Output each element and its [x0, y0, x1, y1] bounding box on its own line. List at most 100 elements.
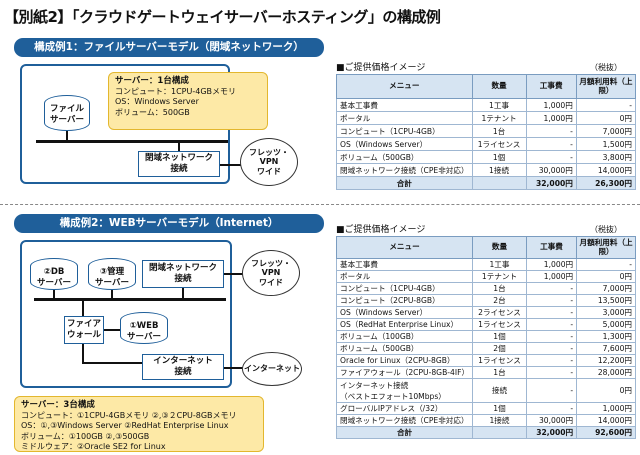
table-cell: 1,000円 — [525, 270, 578, 283]
col-monthly: 月額利用料（上限） — [576, 236, 636, 259]
connector — [53, 290, 55, 299]
table-cell: 30,000円 — [525, 163, 577, 177]
table-cell: 1個 — [472, 402, 527, 415]
col-monthly: 月額利用料（上限） — [575, 74, 637, 99]
table-cell: 1ライセンス — [472, 354, 527, 367]
table-cell: - — [575, 98, 637, 112]
table-cell: 基本工事費 — [336, 98, 473, 112]
table-cell: 閉域ネットワーク接続（CPE非対応） — [335, 414, 474, 427]
page-title: 【別紙2】「クラウドゲートウェイサーバーホスティング」の構成例 — [4, 8, 441, 26]
connector — [220, 164, 242, 166]
table-row: ボリューム（500GB）1個-3,800円 — [336, 150, 637, 164]
table-cell: 14,000円 — [575, 163, 637, 177]
table-cell: 1台 — [472, 366, 527, 379]
col-setup: 工事費 — [525, 236, 578, 259]
table-cell: 13,500円 — [576, 294, 636, 307]
table-cell: 1個 — [471, 150, 527, 164]
table-cell: 28,000円 — [576, 366, 636, 379]
file-server-icon: ファイル サーバー — [44, 95, 90, 131]
table-cell: インターネット接続 （ベストエフォート10Mbps） — [335, 378, 474, 403]
table-cell: Oracle for Linux（2CPU-8GB） — [335, 354, 474, 367]
connector — [224, 367, 244, 369]
table-cell: 1ライセンス — [472, 318, 527, 331]
table-cell: 1台 — [471, 124, 527, 138]
table-cell: 1工事 — [471, 98, 527, 112]
firewall-box: ファイア ウォール — [64, 316, 104, 344]
table-cell: 3,000円 — [576, 306, 636, 319]
connector — [178, 142, 180, 152]
table-cell: ボリューム（500GB） — [335, 342, 474, 355]
price-caption-1: ■ご提供価格イメージ — [336, 63, 426, 73]
col-qty: 数量 — [471, 74, 527, 99]
table-cell: ファイアウォール（2CPU-8GB-4IF） — [335, 366, 474, 379]
table-cell: - — [525, 366, 578, 379]
table-cell: - — [525, 150, 577, 164]
callout-title: サーバー：3台構成 — [21, 400, 95, 410]
table-row: ボリューム（500GB）2個-7,600円 — [335, 342, 636, 355]
example2-server-callout: サーバー：3台構成 コンピュート：①1CPU-4GBメモリ ②,③２CPU-8G… — [14, 396, 264, 452]
table-cell: 1テナント — [472, 270, 527, 283]
callout-line: ボリューム：①100GB ②,③500GB — [21, 431, 150, 441]
connector — [111, 290, 113, 299]
col-menu: メニュー — [336, 74, 473, 99]
table-row: Oracle for Linux（2CPU-8GB）1ライセンス-12,200円 — [335, 354, 636, 367]
table-cell: 1,000円 — [525, 258, 578, 271]
table-row: インターネット接続 （ベストエフォート10Mbps）接続-0円 — [335, 378, 636, 403]
connector — [82, 300, 84, 316]
callout-line: ミドルウェア：②Oracle SE2 for Linux — [21, 442, 166, 452]
callout-line: OS：①,③Windows Server ②RedHat Enterprise … — [21, 421, 229, 431]
table-cell: - — [525, 294, 578, 307]
table-cell: - — [576, 258, 636, 271]
table-cell: 1台 — [472, 282, 527, 295]
table-cell: - — [525, 342, 578, 355]
table-cell: - — [525, 402, 578, 415]
callout-line: OS：Windows Server — [115, 97, 199, 107]
table-cell: ボリューム（100GB） — [335, 330, 474, 343]
closed-network-box: 閉域ネットワーク 接続 — [138, 151, 220, 177]
table-cell: 2ライセンス — [472, 306, 527, 319]
table-row: コンピュート（1CPU-4GB）1台-7,000円 — [335, 282, 636, 295]
mgmt-server-icon: ③管理 サーバー — [88, 258, 136, 290]
network-bus-2 — [34, 298, 226, 301]
table-cell: - — [525, 282, 578, 295]
total-row: 合計 32,000円 26,300円 — [336, 176, 637, 190]
table-row: OS（RedHat Enterprise Linux）1ライセンス-5,000円 — [335, 318, 636, 331]
table-row: コンピュート（1CPU-4GB）1台-7,000円 — [336, 124, 637, 138]
table-row: OS（Windows Server）2ライセンス-3,000円 — [335, 306, 636, 319]
table-cell: グローバルIPアドレス（/32） — [335, 402, 474, 415]
table-cell: 閉域ネットワーク接続（CPE非対応） — [336, 163, 473, 177]
table-cell: 接続 — [472, 378, 527, 403]
col-menu: メニュー — [335, 236, 474, 259]
table-cell: - — [525, 378, 578, 403]
table-cell: 1テナント — [471, 111, 527, 125]
table-cell: 30,000円 — [525, 414, 578, 427]
vpn-cloud-icon: フレッツ・ VPN ワイド — [240, 138, 298, 186]
tax-note-2: （税抜） — [590, 225, 622, 234]
table-cell: コンピュート（1CPU-4GB） — [336, 124, 473, 138]
table-cell: 1ライセンス — [471, 137, 527, 151]
table-cell: 5,000円 — [576, 318, 636, 331]
table-cell: 1個 — [472, 330, 527, 343]
table-row: OS（Windows Server）1ライセンス-1,500円 — [336, 137, 637, 151]
table-cell: 7,000円 — [575, 124, 637, 138]
table-cell: OS（RedHat Enterprise Linux） — [335, 318, 474, 331]
table-cell: OS（Windows Server） — [336, 137, 473, 151]
table-cell: 7,000円 — [576, 282, 636, 295]
tax-note-1: （税抜） — [590, 63, 622, 72]
internet-cloud-icon: インターネット — [242, 352, 302, 386]
db-server-icon: ②DB サーバー — [30, 258, 78, 290]
callout-line: ボリューム：500GB — [115, 107, 190, 117]
table-cell: 0円 — [575, 111, 637, 125]
table-cell: - — [525, 330, 578, 343]
table-cell: 1,000円 — [525, 98, 577, 112]
example1-header: 構成例1：ファイルサーバーモデル（閉域ネットワーク） — [14, 38, 324, 57]
table-cell: 1,300円 — [576, 330, 636, 343]
table-cell: 1,000円 — [576, 402, 636, 415]
